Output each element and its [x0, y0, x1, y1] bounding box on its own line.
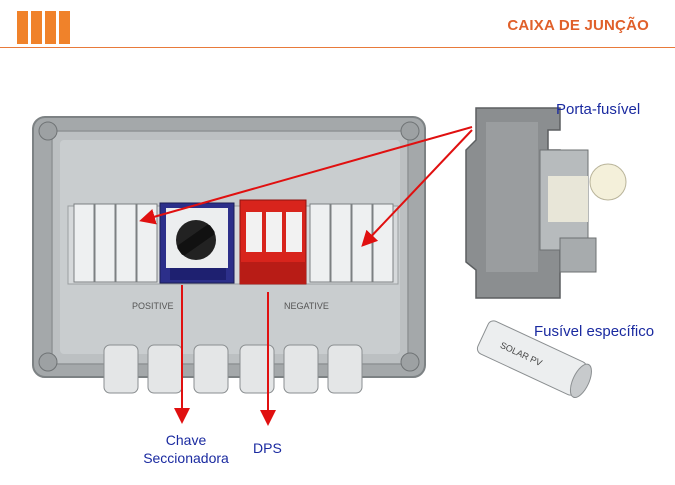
label-fusivel-especifico: Fusível específico: [534, 323, 655, 340]
label-dps: DPS: [253, 440, 282, 456]
logo-bar: [17, 11, 28, 44]
negative-label: NEGATIVE: [284, 301, 329, 311]
label-chave-line2: Seccionadora: [143, 450, 229, 466]
page-title: CAIXA DE JUNÇÃO: [507, 17, 649, 34]
logo-bar: [31, 11, 42, 44]
fuse-image: SOLAR PV: [476, 320, 592, 398]
arrow-to-left-fuse: [139, 126, 473, 225]
junction-box-image: POSITIVE NEGATIVE: [32, 116, 426, 394]
label-chave-seccionadora: Chave Seccionadora: [140, 431, 232, 467]
label-chave-line1: Chave: [165, 432, 207, 448]
arrow-to-right-fuse: [361, 129, 473, 247]
callout-arrows: [139, 126, 473, 426]
label-porta-fusivel: Porta-fusível: [556, 101, 641, 118]
positive-label: POSITIVE: [132, 301, 174, 311]
logo-bar: [59, 11, 70, 44]
logo-bar: [45, 11, 56, 44]
logo-bars: [17, 11, 70, 44]
header-divider: [0, 47, 675, 48]
fuse-holder-image: [465, 107, 627, 299]
